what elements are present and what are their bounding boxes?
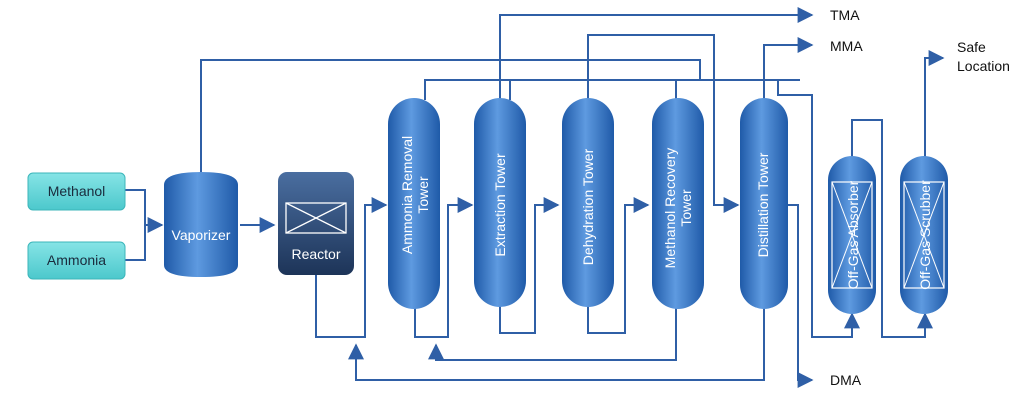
pipe-extraction-to-dehydration xyxy=(499,197,560,334)
pipe-distillation-to-dma xyxy=(788,204,814,388)
safe-location-line1: Safe xyxy=(957,39,986,55)
ammonia-removal-label-2: Tower xyxy=(415,176,431,214)
product-mma: MMA xyxy=(830,38,863,54)
feed-ammonia: Ammonia xyxy=(27,241,126,280)
offgas-absorber-label: Off-Gas Absorber xyxy=(845,180,861,289)
vaporizer-vessel: Vaporizer xyxy=(164,172,238,277)
extraction-label: Extraction Tower xyxy=(492,153,508,257)
methanol-recovery-label-2: Tower xyxy=(678,189,694,227)
pipe-ammonia-removal-to-extraction xyxy=(414,197,474,338)
safe-location-line2: Location xyxy=(957,58,1010,74)
pipe-methanol-recovery-recycle xyxy=(428,307,677,361)
pipe-ammonia-to-vaporizer xyxy=(125,225,146,261)
pipe-distillation-recycle xyxy=(348,307,765,381)
vaporizer-label: Vaporizer xyxy=(172,227,231,243)
offgas-absorber: Off-Gas Absorber xyxy=(828,156,876,314)
reactor-vessel: Reactor xyxy=(278,172,354,275)
absorber-packing-icon xyxy=(831,181,873,289)
pipe-header-to-absorber xyxy=(424,79,860,338)
feed-ammonia-label: Ammonia xyxy=(47,252,106,268)
methanol-recovery-label-1: Methanol Recovery xyxy=(662,148,678,269)
pipe-absorber-to-scrubber xyxy=(851,119,933,338)
dehydration-tower: Dehydration Tower xyxy=(562,98,614,307)
ammonia-removal-tower: Ammonia Removal Tower xyxy=(388,98,440,309)
dehydration-label: Dehydration Tower xyxy=(580,148,596,265)
ammonia-removal-label-1: Ammonia Removal xyxy=(399,136,415,254)
reactor-bed-icon xyxy=(285,202,347,234)
pipe-to-tma xyxy=(499,7,814,100)
pipe-to-safe-location xyxy=(924,50,945,160)
reactor-label: Reactor xyxy=(291,246,340,262)
product-tma: TMA xyxy=(830,7,860,23)
distillation-label: Distillation Tower xyxy=(755,152,771,257)
product-dma: DMA xyxy=(830,372,862,388)
pipe-upper-header xyxy=(510,59,701,80)
extraction-tower: Extraction Tower xyxy=(474,98,526,307)
pipe-dehydration-overhead-to-distillation xyxy=(587,34,740,213)
scrubber-packing-icon xyxy=(903,181,945,289)
pipe-methanol-to-vaporizer xyxy=(125,189,164,233)
methanol-recovery-tower: Methanol Recovery Tower xyxy=(652,98,704,309)
pipe-dehydration-to-methanol-recovery xyxy=(587,197,650,334)
distillation-tower: Distillation Tower xyxy=(740,98,788,309)
feed-methanol-label: Methanol xyxy=(48,183,106,199)
pipe-to-mma xyxy=(763,37,814,100)
pipes xyxy=(125,7,945,388)
pipe-vaporizer-overhead xyxy=(200,59,585,172)
offgas-scrubber: Off-Gas Scrubber xyxy=(900,156,948,314)
pipe-reactor-to-ammonia-removal xyxy=(315,197,388,338)
feed-methanol: Methanol xyxy=(27,172,126,211)
offgas-scrubber-label: Off-Gas Scrubber xyxy=(917,180,933,290)
